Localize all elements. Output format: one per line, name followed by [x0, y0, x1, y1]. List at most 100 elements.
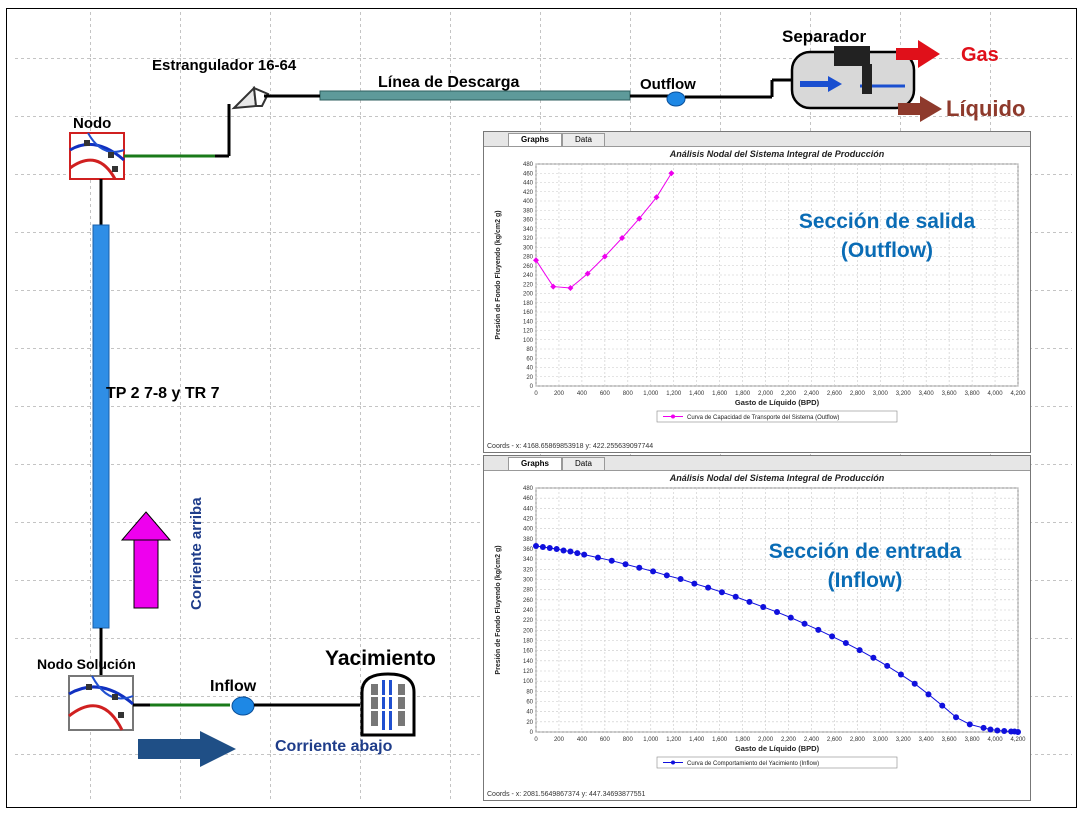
- estrangulador-icon[interactable]: [231, 85, 270, 110]
- data-point: [746, 598, 753, 605]
- outflow-chart: Análisis Nodal del Sistema Integral de P…: [495, 149, 1026, 423]
- y-tick-label: 160: [523, 310, 534, 316]
- x-tick-label: 3,000: [873, 737, 889, 743]
- estrangulador-label: Estrangulador 16-64: [152, 57, 297, 74]
- y-tick-label: 320: [523, 567, 534, 573]
- separador-icon[interactable]: [790, 46, 916, 110]
- tubing-pipe: [92, 224, 110, 629]
- nodo-solucion-icon[interactable]: [68, 675, 134, 731]
- data-point: [897, 671, 904, 678]
- y-tick-label: 140: [523, 659, 534, 665]
- tab-graphs[interactable]: Graphs: [508, 457, 563, 470]
- tab-data[interactable]: Data: [562, 457, 605, 470]
- y-tick-label: 60: [526, 356, 533, 362]
- corriente-abajo-label: Corriente abajo: [275, 738, 393, 755]
- x-tick-label: 3,400: [919, 737, 935, 743]
- data-point: [560, 547, 567, 554]
- y-tick-label: 460: [523, 496, 534, 502]
- y-tick-label: 100: [523, 338, 534, 344]
- y-tick-label: 220: [523, 618, 534, 624]
- y-tick-label: 440: [523, 506, 534, 512]
- data-point: [653, 194, 660, 201]
- figure-frame: [6, 8, 1077, 808]
- y-tick-label: 320: [523, 236, 534, 242]
- x-tick-label: 1,000: [643, 391, 659, 397]
- x-tick-label: 1,600: [712, 391, 728, 397]
- y-tick-label: 300: [523, 578, 534, 584]
- x-axis-label: Gasto de Líquido (BPD): [735, 398, 820, 407]
- x-tick-label: 1,000: [643, 737, 659, 743]
- chart-title: Análisis Nodal del Sistema Integral de P…: [669, 473, 885, 483]
- data-point: [1015, 729, 1021, 735]
- data-point: [663, 572, 670, 579]
- nodo-icon[interactable]: [69, 132, 125, 180]
- gas-label: Gas: [961, 44, 999, 66]
- data-point: [911, 680, 918, 687]
- y-tick-label: 280: [523, 255, 534, 261]
- data-point: [856, 647, 863, 654]
- linea-descarga-label: Línea de Descarga: [378, 74, 520, 91]
- data-point: [668, 170, 675, 177]
- data-point: [636, 564, 643, 571]
- data-point: [829, 633, 836, 640]
- data-point: [987, 726, 994, 733]
- data-point: [718, 589, 725, 596]
- legend-swatch-marker: [671, 414, 675, 419]
- x-tick-label: 3,800: [965, 737, 981, 743]
- data-point: [650, 568, 657, 575]
- coords-readout: Coords - x: 4168.65869853918 y: 422.2556…: [487, 443, 654, 450]
- x-tick-label: 400: [577, 391, 588, 397]
- seccion-salida-label: Sección de salida (Outflow): [762, 207, 1012, 265]
- x-tick-label: 3,200: [896, 737, 912, 743]
- data-point: [815, 626, 822, 633]
- data-point: [608, 557, 615, 564]
- x-tick-label: 2,600: [827, 391, 843, 397]
- data-point: [994, 727, 1001, 734]
- y-tick-label: 80: [526, 347, 533, 353]
- y-tick-label: 0: [530, 384, 534, 390]
- tab-data[interactable]: Data: [562, 133, 605, 146]
- tab-graphs[interactable]: Graphs: [508, 133, 563, 146]
- data-point: [884, 662, 891, 669]
- data-point: [636, 215, 643, 222]
- x-tick-label: 2,600: [827, 737, 843, 743]
- outflow-node-icon[interactable]: [666, 91, 686, 107]
- x-tick-label: 1,200: [666, 391, 682, 397]
- y-tick-label: 20: [526, 375, 533, 381]
- outflow-label: Outflow: [640, 76, 696, 93]
- x-tick-label: 1,800: [735, 391, 751, 397]
- y-tick-label: 40: [526, 710, 533, 716]
- corriente-arriba-arrow-icon: [120, 511, 172, 609]
- y-tick-label: 400: [523, 199, 534, 205]
- outflow-chart-panel: Graphs Data Análisis Nodal del Sistema I…: [483, 131, 1031, 453]
- data-point: [594, 554, 601, 561]
- coords-readout: Coords - x: 2081.5649867374 y: 447.34693…: [487, 791, 646, 798]
- outflow-tabbar: Graphs Data: [484, 132, 1030, 147]
- yacimiento-icon[interactable]: [360, 672, 416, 737]
- y-tick-label: 220: [523, 282, 534, 288]
- y-tick-label: 260: [523, 264, 534, 270]
- x-tick-label: 2,400: [804, 391, 820, 397]
- x-tick-label: 2,000: [758, 391, 774, 397]
- y-tick-label: 200: [523, 292, 534, 298]
- y-tick-label: 80: [526, 689, 533, 695]
- chart-title: Análisis Nodal del Sistema Integral de P…: [669, 149, 885, 159]
- data-point: [801, 620, 808, 627]
- y-tick-label: 240: [523, 608, 534, 614]
- data-point: [533, 542, 539, 549]
- data-point: [842, 640, 849, 647]
- y-tick-label: 120: [523, 669, 534, 675]
- x-tick-label: 4,000: [988, 391, 1004, 397]
- inflow-node-icon[interactable]: [231, 696, 255, 716]
- data-point: [567, 284, 574, 291]
- inflow-label: Inflow: [210, 678, 257, 695]
- y-tick-label: 0: [530, 730, 534, 736]
- seccion-entrada-title: Sección de entrada: [768, 540, 962, 563]
- x-tick-label: 2,800: [850, 391, 866, 397]
- x-tick-label: 1,400: [689, 391, 705, 397]
- y-tick-label: 280: [523, 588, 534, 594]
- data-point: [601, 253, 608, 260]
- y-tick-label: 340: [523, 557, 534, 563]
- x-tick-label: 200: [554, 391, 565, 397]
- y-tick-label: 180: [523, 301, 534, 307]
